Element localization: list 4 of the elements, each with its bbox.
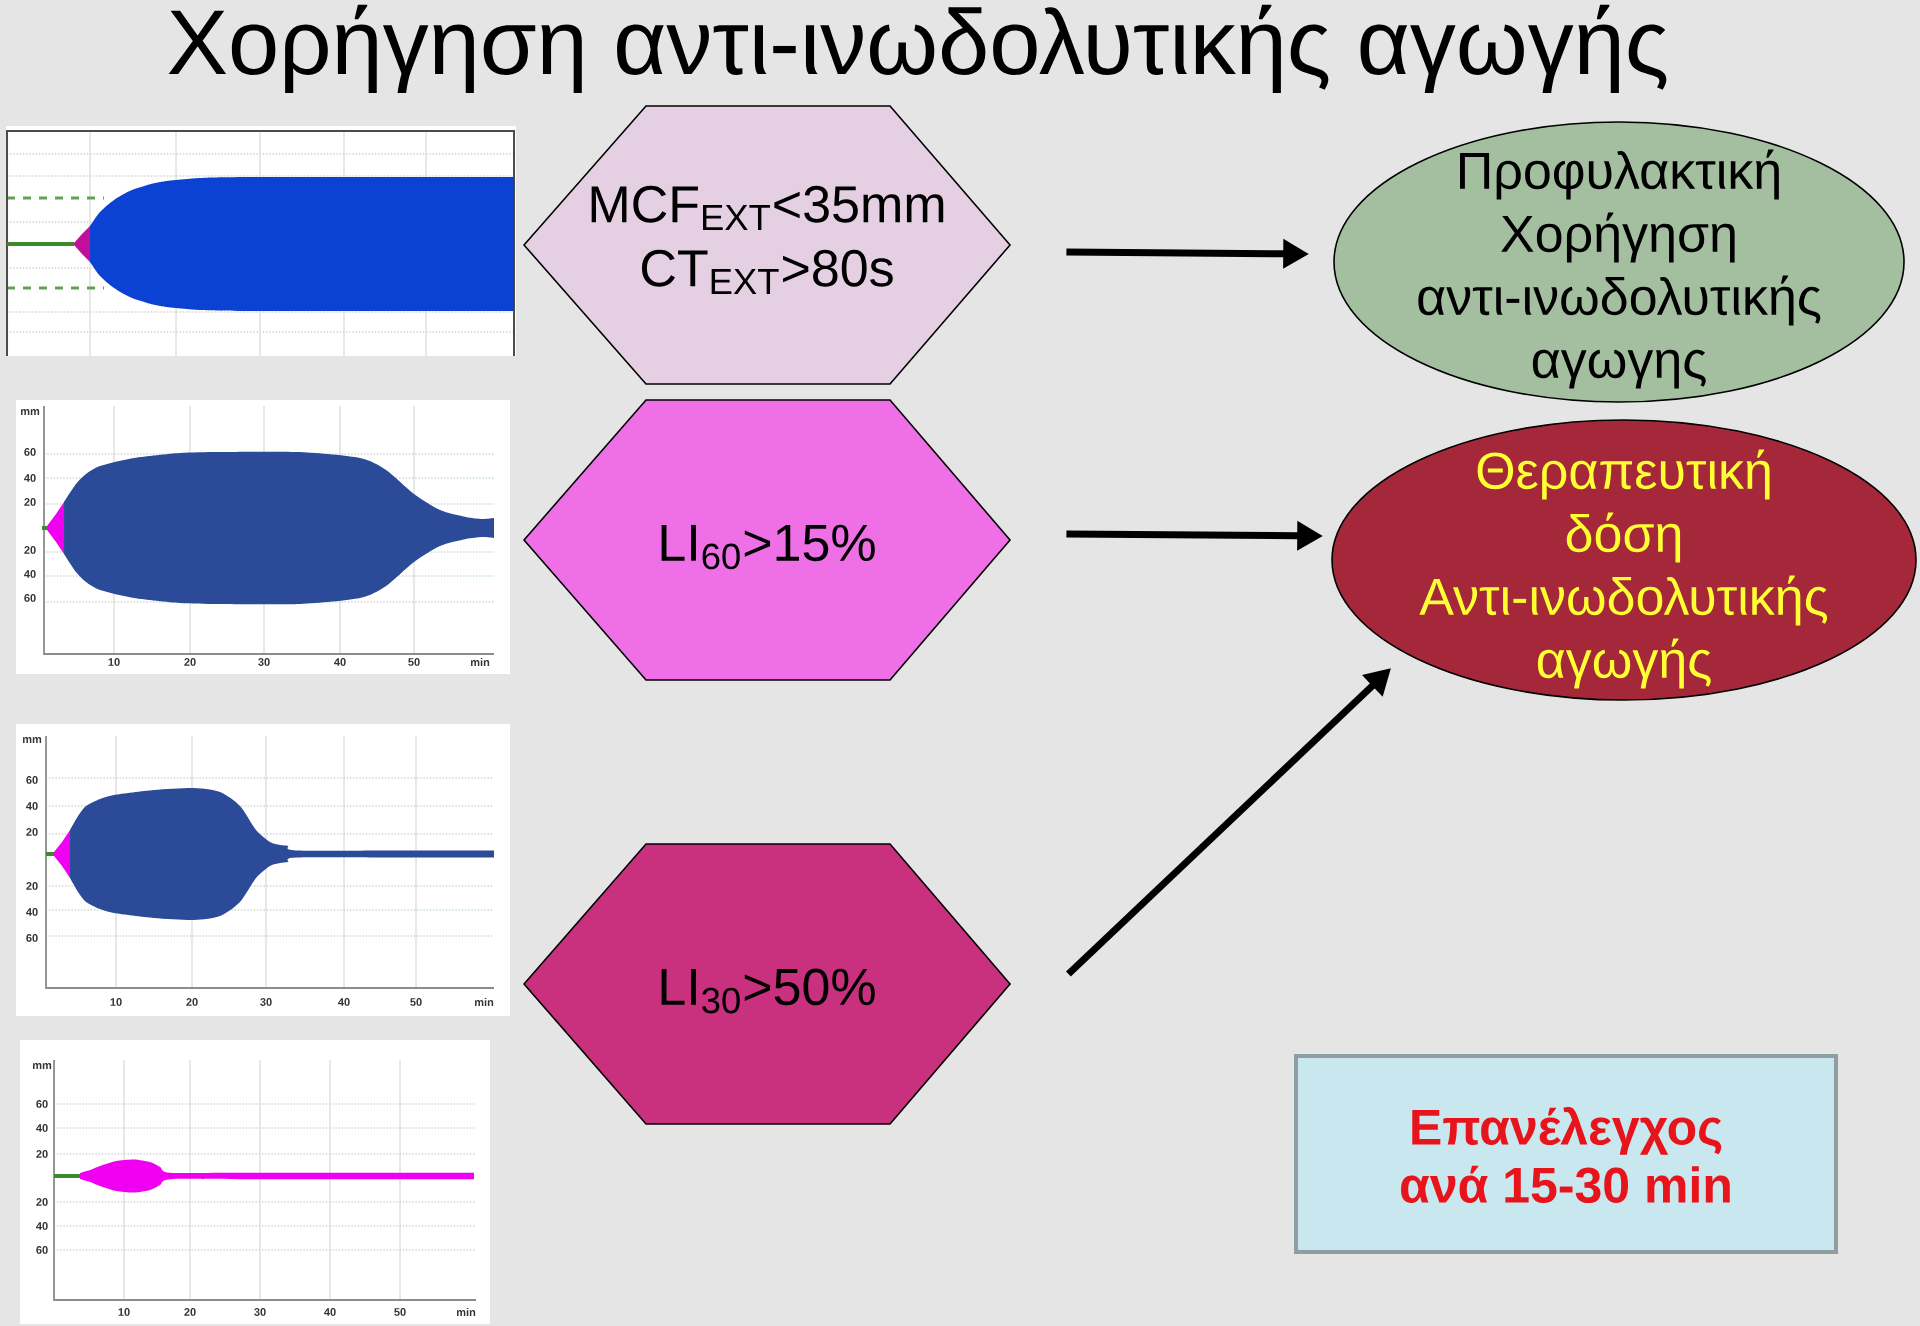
text-box: Επανέλεγχος ανά 15-30 min xyxy=(1294,1054,1838,1254)
ellipse-box: Θεραπευτική δόση Αντι-ινωδολυτικής αγωγής xyxy=(1331,419,1917,701)
title: Χορήγηση αντι-ινωδολυτικής αγωγής xyxy=(168,4,1667,94)
ellipse-box: Προφυλακτική Χορήγηση αντι-ινωδολυτικής αγωγης xyxy=(1333,121,1905,403)
